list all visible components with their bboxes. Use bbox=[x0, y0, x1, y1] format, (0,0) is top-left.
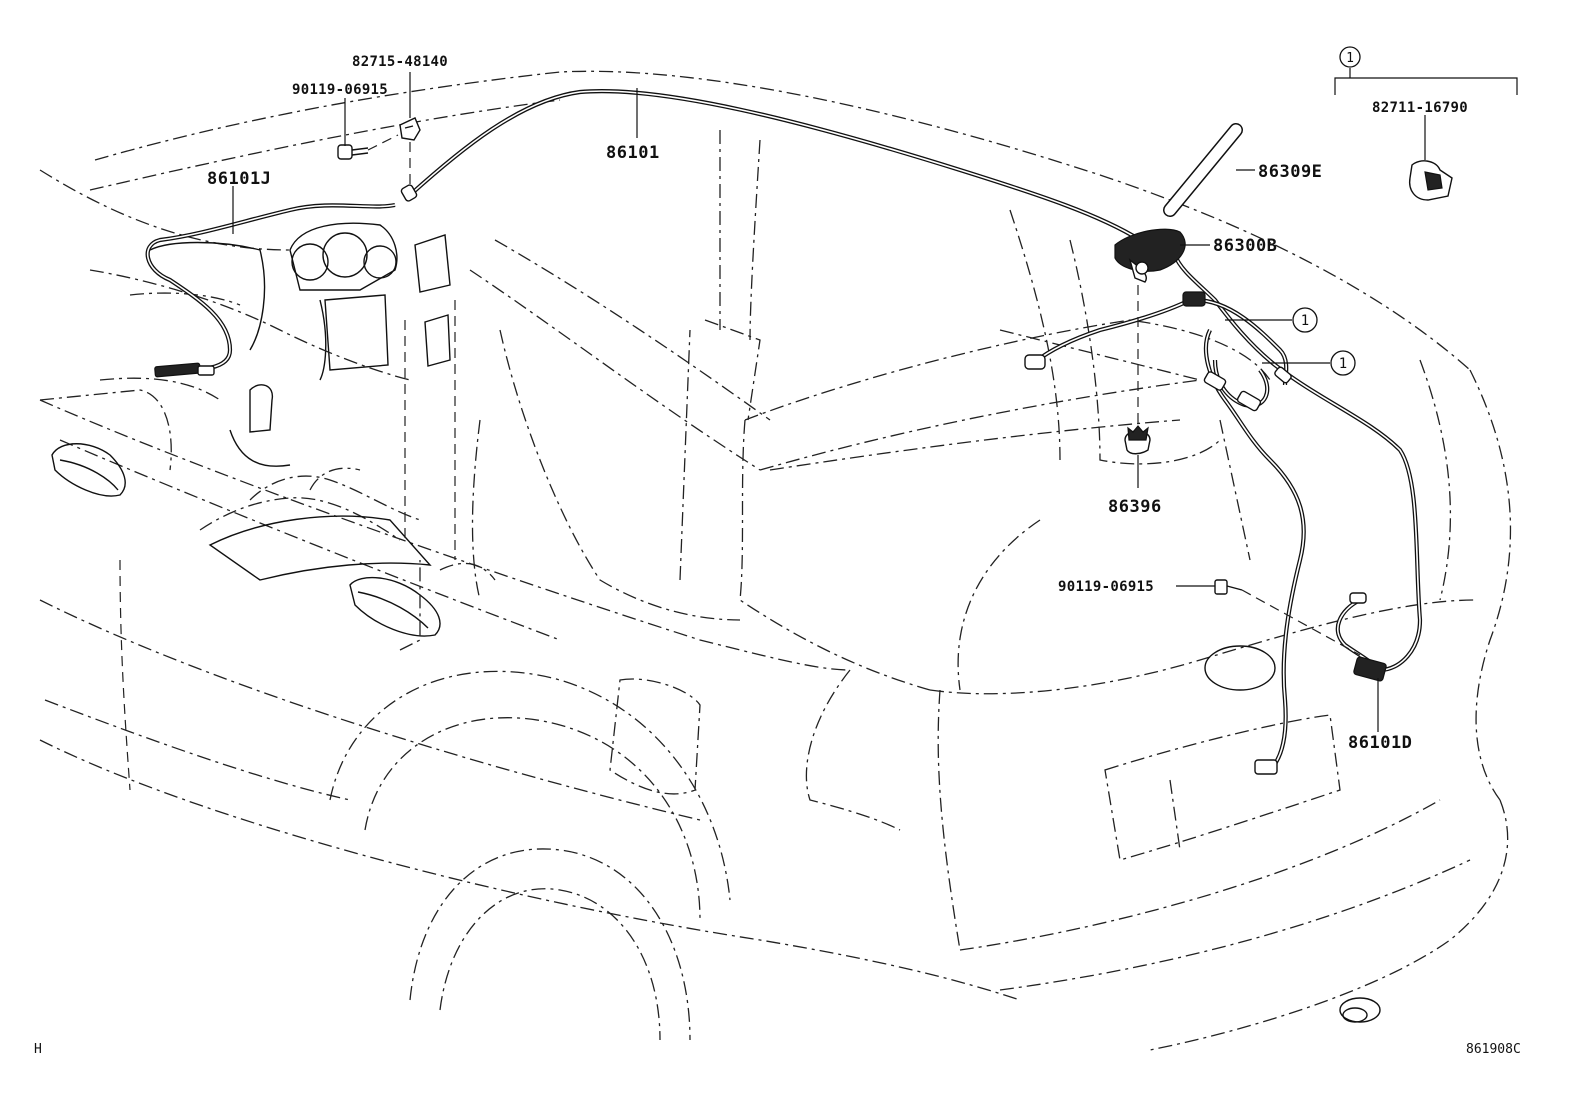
label-86101j: 86101J bbox=[207, 169, 271, 189]
callout-low: 1 bbox=[1330, 350, 1356, 376]
antenna-harness-rear bbox=[1024, 254, 1423, 775]
clip-82715 bbox=[399, 117, 421, 141]
callout-low-text: 1 bbox=[1339, 356, 1347, 372]
label-90119-06915-upper: 90119-06915 bbox=[292, 82, 388, 98]
clamp-82711 bbox=[1408, 160, 1453, 201]
label-86396: 86396 bbox=[1108, 497, 1162, 517]
callout-mid-text: 1 bbox=[1301, 313, 1309, 329]
leader-lines bbox=[232, 68, 1518, 732]
interior-outline bbox=[39, 169, 496, 651]
clip-dash-line bbox=[367, 134, 399, 151]
bolt-upper bbox=[337, 144, 369, 160]
callout-top: 1 bbox=[1339, 46, 1361, 68]
callout-top-text: 1 bbox=[1346, 51, 1354, 66]
vehicle-body-outline bbox=[39, 70, 1512, 1051]
footer-left-code: H bbox=[34, 1042, 42, 1057]
antenna-pad-86396 bbox=[1124, 285, 1151, 455]
antenna-base-86300b bbox=[1114, 228, 1186, 283]
label-86300b: 86300B bbox=[1213, 236, 1277, 256]
label-82711-16790: 82711-16790 bbox=[1372, 100, 1468, 116]
label-86309e: 86309E bbox=[1258, 162, 1322, 182]
antenna-cord-86101j bbox=[145, 202, 396, 378]
antenna-cord-86101 bbox=[400, 89, 1142, 242]
label-86101: 86101 bbox=[606, 143, 660, 163]
label-86101d: 86101D bbox=[1348, 733, 1412, 753]
callout-mid: 1 bbox=[1292, 307, 1318, 333]
label-82715-48140: 82715-48140 bbox=[352, 54, 448, 70]
bolt-lower bbox=[1214, 579, 1243, 595]
figure-id: 861908C bbox=[1466, 1042, 1521, 1057]
bolt-dash-line bbox=[1241, 589, 1361, 656]
antenna-pole-86309e bbox=[1163, 123, 1243, 217]
label-90119-06915-lower: 90119-06915 bbox=[1058, 579, 1154, 595]
